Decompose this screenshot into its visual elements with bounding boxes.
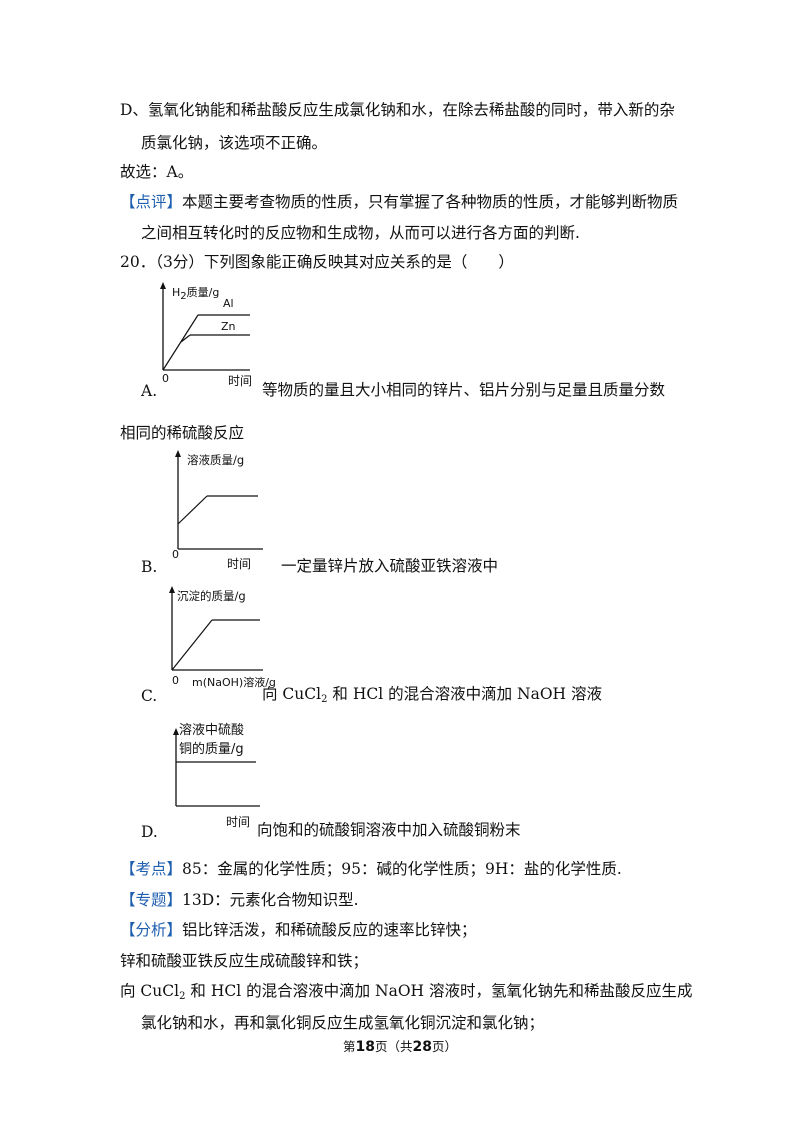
- graph-a-al-rise: [162, 314, 199, 371]
- comment-text: 本题主要考查物质的性质，只有掌握了各种物质的性质，才能够判断物质: [182, 193, 679, 211]
- option-a-text-line2: 相同的稀硫酸反应: [120, 424, 245, 442]
- graph-a-origin: 0: [162, 372, 169, 385]
- fenxi-line4: 氯化钠和水，再和氯化铜反应生成氢氧化铜沉淀和氯化钠；: [141, 1014, 545, 1032]
- graph-d-xlabel: 时间: [226, 815, 251, 829]
- graph-b-xlabel: 时间: [227, 557, 252, 571]
- graph-a-zn-rise: [180, 334, 191, 343]
- answer-line: 故选：A。: [120, 163, 194, 181]
- fenxi-tag: 【分析】: [120, 921, 183, 939]
- option-d-letter: D.: [141, 823, 158, 841]
- graph-b-ylabel: 溶液质量/g: [187, 453, 245, 467]
- graph-d-svg: [173, 728, 260, 807]
- option-c-text: 向 CuCl2 和 HCl 的混合溶液中滴加 NaOH 溶液: [262, 685, 602, 705]
- option-b-text: 一定量锌片放入硫酸亚铁溶液中: [281, 557, 499, 575]
- comment-line1: 【点评】本题主要考查物质的性质，只有掌握了各种物质的性质，才能够判断物质: [120, 192, 678, 212]
- graph-a: H2质量/g Al Zn 0 时间: [150, 280, 260, 390]
- fenxi-line1: 【分析】铝比锌活泼，和稀硫酸反应的速率比锌快；: [120, 920, 477, 940]
- graph-d-ylabel-line1: 溶液中硫酸: [179, 723, 245, 738]
- page-number: 18: [355, 1039, 375, 1055]
- kaodian-text: 85：金属的化学性质；95：碱的化学性质；9H：盐的化学性质.: [182, 860, 622, 878]
- option-b-letter: B.: [141, 558, 158, 576]
- graph-d-ylabel-line2: 铜的质量/g: [179, 742, 244, 757]
- graph-c-ylabel: 沉淀的质量/g: [177, 589, 246, 603]
- graph-a-series-al: Al: [223, 297, 234, 310]
- graph-b-svg: [175, 450, 263, 550]
- graph-c-origin: 0: [172, 674, 179, 687]
- option-a-letter: A.: [141, 382, 158, 400]
- kaodian-line: 【考点】85：金属的化学性质；95：碱的化学性质；9H：盐的化学性质.: [120, 859, 622, 879]
- zhuanti-tag: 【专题】: [120, 891, 183, 909]
- option-c-letter: C.: [141, 687, 158, 705]
- page-footer: 第18页（共28页）: [342, 1039, 457, 1055]
- fenxi-text: 铝比锌活泼，和稀硫酸反应的速率比锌快；: [182, 921, 477, 939]
- fenxi-line2: 锌和硫酸亚铁反应生成硫酸锌和铁；: [120, 952, 369, 970]
- fenxi-line3: 向 CuCl2 和 HCl 的混合溶液中滴加 NaOH 溶液时，氢氧化钠先和稀盐…: [120, 982, 693, 1002]
- option-d-explanation-line2: 质氯化钠，该选项不正确。: [141, 134, 328, 152]
- kaodian-tag: 【考点】: [120, 860, 183, 878]
- graph-b-rise: [177, 495, 208, 525]
- zhuanti-line: 【专题】13D：元素化合物知识型.: [120, 890, 359, 910]
- question-stem: 20．（3分）下列图象能正确反映其对应关系的是（ ）: [120, 253, 514, 271]
- option-a-text-line1: 等物质的量且大小相同的锌片、铝片分别与足量且质量分数: [262, 381, 666, 399]
- zhuanti-text: 13D：元素化合物知识型.: [182, 891, 359, 909]
- comment-line2: 之间相互转化时的反应物和生成物，从而可以进行各方面的判断.: [141, 224, 580, 242]
- option-d-explanation-line1: D、氢氧化钠能和稀盐酸反应生成氯化钠和水，在除去稀盐酸的同时，带入新的杂: [120, 101, 675, 119]
- graph-a-xlabel: 时间: [228, 374, 253, 388]
- graph-c-rise: [171, 619, 213, 671]
- graph-a-ylabel: H2质量/g: [172, 286, 220, 302]
- graph-b: 溶液质量/g 0 时间: [160, 448, 270, 573]
- option-d-text: 向饱和的硫酸铜溶液中加入硫酸铜粉末: [257, 821, 521, 839]
- comment-tag: 【点评】: [120, 193, 183, 211]
- graph-a-series-zn: Zn: [221, 320, 236, 333]
- graph-d: 溶液中硫酸 铜的质量/g 时间: [160, 714, 275, 829]
- graph-a-svg: [160, 282, 250, 371]
- page-total: 28: [412, 1039, 432, 1055]
- graph-c-svg: [169, 586, 263, 671]
- graph-c-xlabel: m(NaOH)溶液/g: [192, 676, 276, 689]
- graph-b-origin: 0: [172, 548, 179, 561]
- graph-c: 沉淀的质量/g 0 m(NaOH)溶液/g: [160, 584, 280, 694]
